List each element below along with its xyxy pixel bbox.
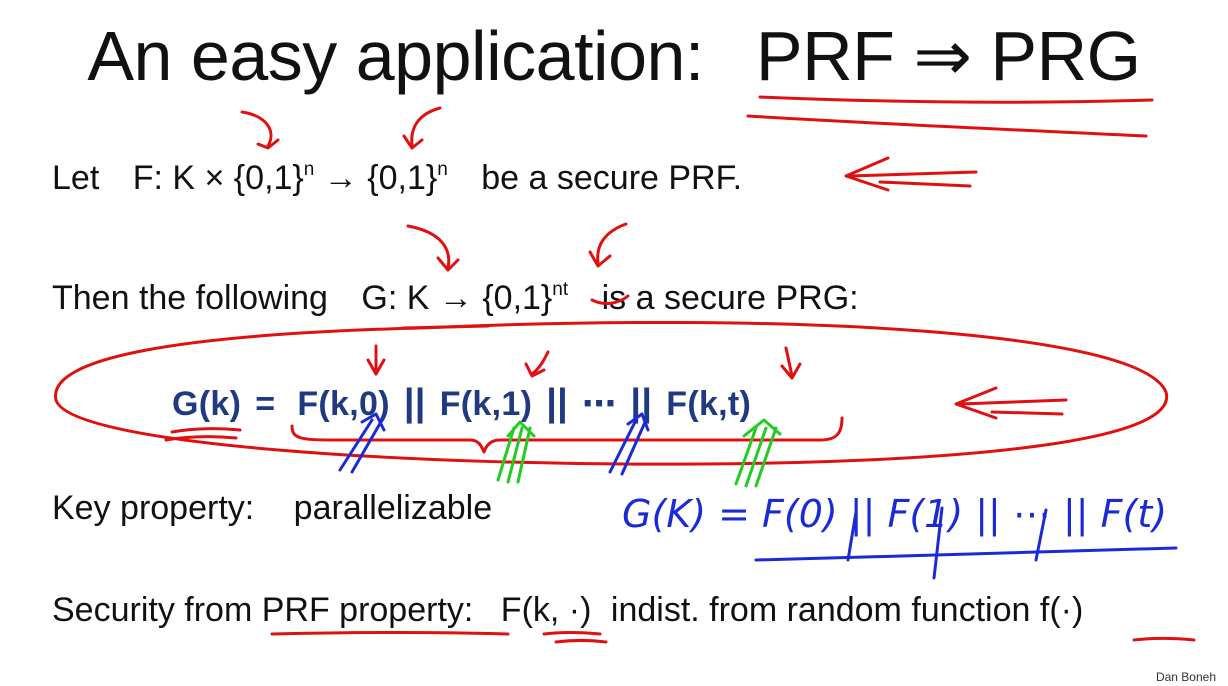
let-func-start: F: K × {0,1} — [132, 159, 304, 197]
arrow-down-2 — [402, 106, 442, 150]
arrow-k0 — [366, 344, 386, 376]
security-fk: F(k, ·) — [500, 591, 592, 629]
prg-formula: G(k) = F(k,0) || F(k,1) || ⋯ || F(k,t) — [172, 383, 751, 424]
then-sup: nt — [552, 279, 569, 300]
key-property-label: Key property: — [52, 489, 255, 527]
then-func-start: G: K → {0,1} — [361, 279, 553, 317]
green-annotations — [496, 418, 782, 488]
slide-title: An easy application: PRF ⇒ PRG — [0, 14, 1228, 98]
let-suffix: be a secure PRF. — [481, 159, 743, 197]
let-prefix: Let — [52, 159, 100, 197]
prf-property-underline — [270, 631, 510, 636]
formula-sep: || — [403, 382, 426, 424]
formula-term-t: F(k,t) — [666, 385, 752, 423]
let-line: Let F: K × {0,1}n → {0,1}n be a secure P… — [52, 150, 742, 198]
then-prefix: Then the following — [52, 279, 328, 317]
ellipse-tail — [402, 324, 490, 330]
formula-term-0: F(k,0) — [297, 385, 390, 423]
green-triple-arrow-1 — [496, 420, 536, 484]
security-line: Security from PRF property: F(k, ·) indi… — [52, 590, 1083, 630]
handwritten-note: G(K) = F(0) || F(1) || ⋯ || F(t) — [622, 492, 1168, 536]
let-sup-1: n — [303, 159, 315, 180]
security-f: f(·) — [1039, 591, 1084, 629]
formula-lhs: G(k) — [172, 385, 242, 423]
key-property-line: Key property: parallelizable — [52, 488, 492, 528]
then-line: Then the following G: K → {0,1}nt is a s… — [52, 270, 859, 318]
hand-underline — [754, 546, 1178, 562]
formula-sep: || — [630, 382, 653, 424]
let-arrow-part: → {0,1} — [314, 159, 438, 197]
left-arrow-formula — [954, 386, 1068, 420]
formula-eq: = — [255, 385, 276, 423]
title-underline-2 — [746, 114, 1148, 138]
title-right: PRF ⇒ PRG — [755, 17, 1141, 95]
security-start: Security from PRF property: — [52, 591, 474, 629]
author-credit: Dan Boneh — [1155, 670, 1216, 684]
gk-underline-1 — [170, 427, 242, 434]
fk-underline-2 — [554, 639, 608, 644]
arrow-down-4 — [588, 222, 628, 268]
green-triple-arrow-2 — [734, 418, 782, 488]
arrow-kt — [780, 346, 802, 380]
f-underline — [1132, 637, 1196, 642]
arrow-k1 — [524, 350, 550, 378]
then-suffix: is a secure PRG: — [601, 279, 859, 317]
formula-term-1: F(k,1) — [439, 385, 533, 423]
formula-sep: || — [546, 382, 569, 424]
title-left: An easy application: — [87, 17, 704, 95]
formula-dots: ⋯ — [582, 385, 617, 423]
fk-underline-1 — [542, 631, 602, 636]
let-sup-2: n — [437, 159, 448, 180]
gk-underline-2 — [164, 435, 238, 442]
left-arrow-let — [844, 156, 978, 192]
arrow-down-1 — [240, 110, 280, 150]
security-middle: indist. from random function — [610, 591, 1031, 629]
arrow-down-3 — [406, 224, 460, 272]
key-property-value: parallelizable — [293, 489, 493, 527]
